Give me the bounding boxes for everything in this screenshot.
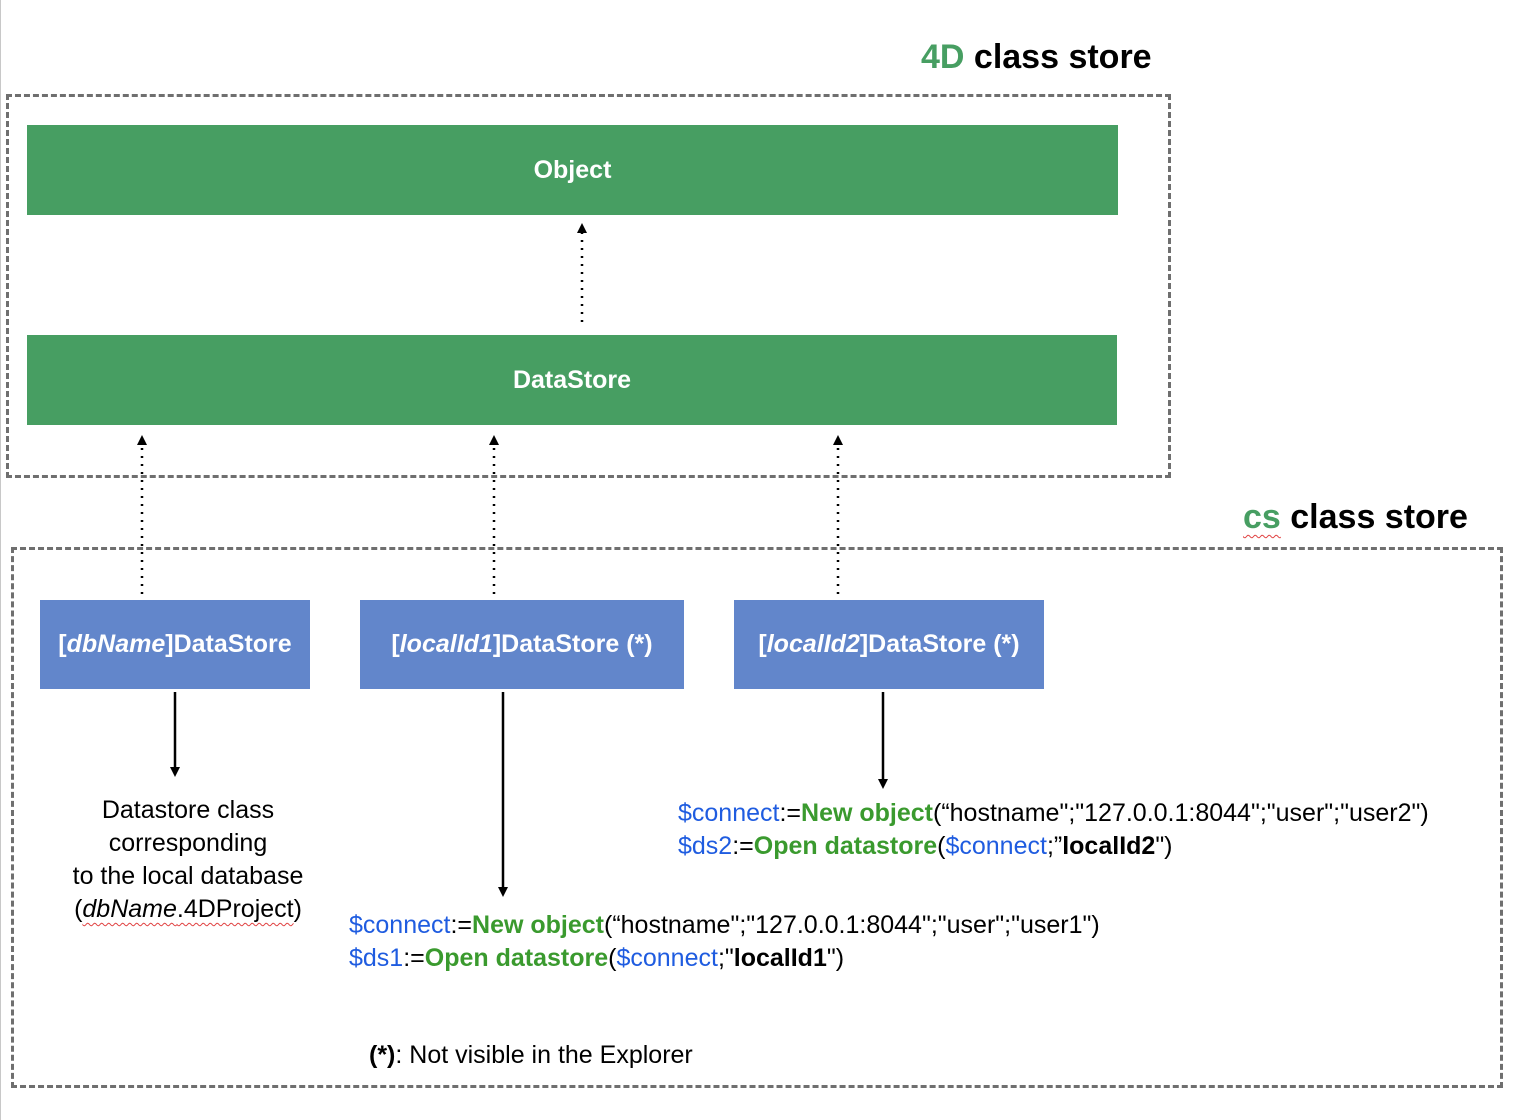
box2-italic: localId1 (399, 630, 493, 658)
box3-italic: localId2 (766, 630, 860, 658)
box2-open: [ (391, 630, 400, 658)
localid1-datastore-box: [localId1]DataStore (*) (360, 600, 684, 689)
code1-line2: $ds1:=Open datastore($connect;"localId1"… (349, 942, 1100, 975)
code1-assign1: := (450, 911, 473, 939)
box3-open: [ (758, 630, 767, 658)
object-class-box: Object (27, 125, 1118, 215)
footnote-marker: (*) (369, 1041, 396, 1069)
desc-line-4: (dbName.4DProject) (50, 893, 326, 926)
code1-kw1: New object (472, 911, 604, 939)
code1-args1: (“hostname";"127.0.0.1:8044";"user";"use… (604, 911, 1100, 939)
datastore-class-label: DataStore (512, 365, 632, 394)
desc-line-3: to the local database (72, 862, 304, 890)
cs-title-accent: cs (1243, 498, 1281, 536)
4d-class-store-container (6, 94, 1171, 478)
footnote: (*): Not visible in the Explorer (369, 1041, 693, 1070)
dbname-datastore-box: [dbName]DataStore (40, 600, 310, 689)
code1-var2: $ds1 (349, 944, 404, 972)
desc-paren-open: ( (74, 895, 83, 923)
code2-close2: ") (1155, 832, 1173, 860)
box2-close: ]DataStore (*) (492, 630, 653, 658)
footnote-text: : Not visible in the Explorer (395, 1041, 693, 1069)
box1-italic: dbName (66, 630, 166, 658)
code1-var1: $connect (349, 911, 451, 939)
cs-class-store-title: cs class store (1243, 497, 1468, 537)
code2-bold2: localId2 (1062, 832, 1156, 860)
4d-class-store-title: 4D class store (921, 37, 1152, 77)
code2-var1: $connect (678, 799, 780, 827)
code2-args1: (“hostname";"127.0.0.1:8044";"user";"use… (933, 799, 1429, 827)
desc-line-1: Datastore class (101, 796, 275, 824)
code2-assign2: := (732, 832, 754, 860)
datastore-class-box: DataStore (27, 335, 1117, 425)
code2-kw2: Open datastore (753, 832, 938, 860)
code1-open2: ( (608, 944, 617, 972)
desc-paren-close: ) (293, 895, 302, 923)
code2-line2: $ds2:=Open datastore($connect;”localId2"… (678, 830, 1429, 863)
code2-sep2: ;” (1046, 832, 1063, 860)
code2-var3: $connect (945, 832, 1047, 860)
desc-ext: .4DProject (176, 895, 294, 923)
code-block-localid2: $connect:=New object(“hostname";"127.0.0… (678, 797, 1429, 863)
dbname-description: Datastore class corresponding to the loc… (50, 794, 326, 926)
code2-open2: ( (937, 832, 946, 860)
code2-kw1: New object (801, 799, 933, 827)
box1-open: [ (58, 630, 67, 658)
localid2-datastore-box: [localId2]DataStore (*) (734, 600, 1044, 689)
cs-class-store-container (11, 547, 1503, 1088)
code1-sep2: ;" (717, 944, 734, 972)
cs-title-rest: class store (1280, 498, 1468, 536)
code-block-localid1: $connect:=New object(“hostname";"127.0.0… (349, 909, 1100, 975)
code2-line1: $connect:=New object(“hostname";"127.0.0… (678, 797, 1429, 830)
code2-var2: $ds2 (678, 832, 733, 860)
code1-var3: $connect (616, 944, 718, 972)
desc-italic: dbName (82, 895, 177, 923)
code1-close2: ") (826, 944, 845, 972)
object-class-label: Object (533, 155, 612, 184)
desc-line-2: corresponding (108, 829, 268, 857)
code2-assign1: := (779, 799, 802, 827)
box1-close: ]DataStore (165, 630, 292, 658)
4d-title-accent: 4D (921, 38, 965, 76)
code1-assign2: := (403, 944, 425, 972)
left-edge-line (0, 0, 1, 1120)
code1-bold2: localId1 (733, 944, 827, 972)
code1-kw2: Open datastore (424, 944, 609, 972)
code1-line1: $connect:=New object(“hostname";"127.0.0… (349, 909, 1100, 942)
4d-title-rest: class store (964, 38, 1152, 76)
box3-close: ]DataStore (*) (859, 630, 1020, 658)
